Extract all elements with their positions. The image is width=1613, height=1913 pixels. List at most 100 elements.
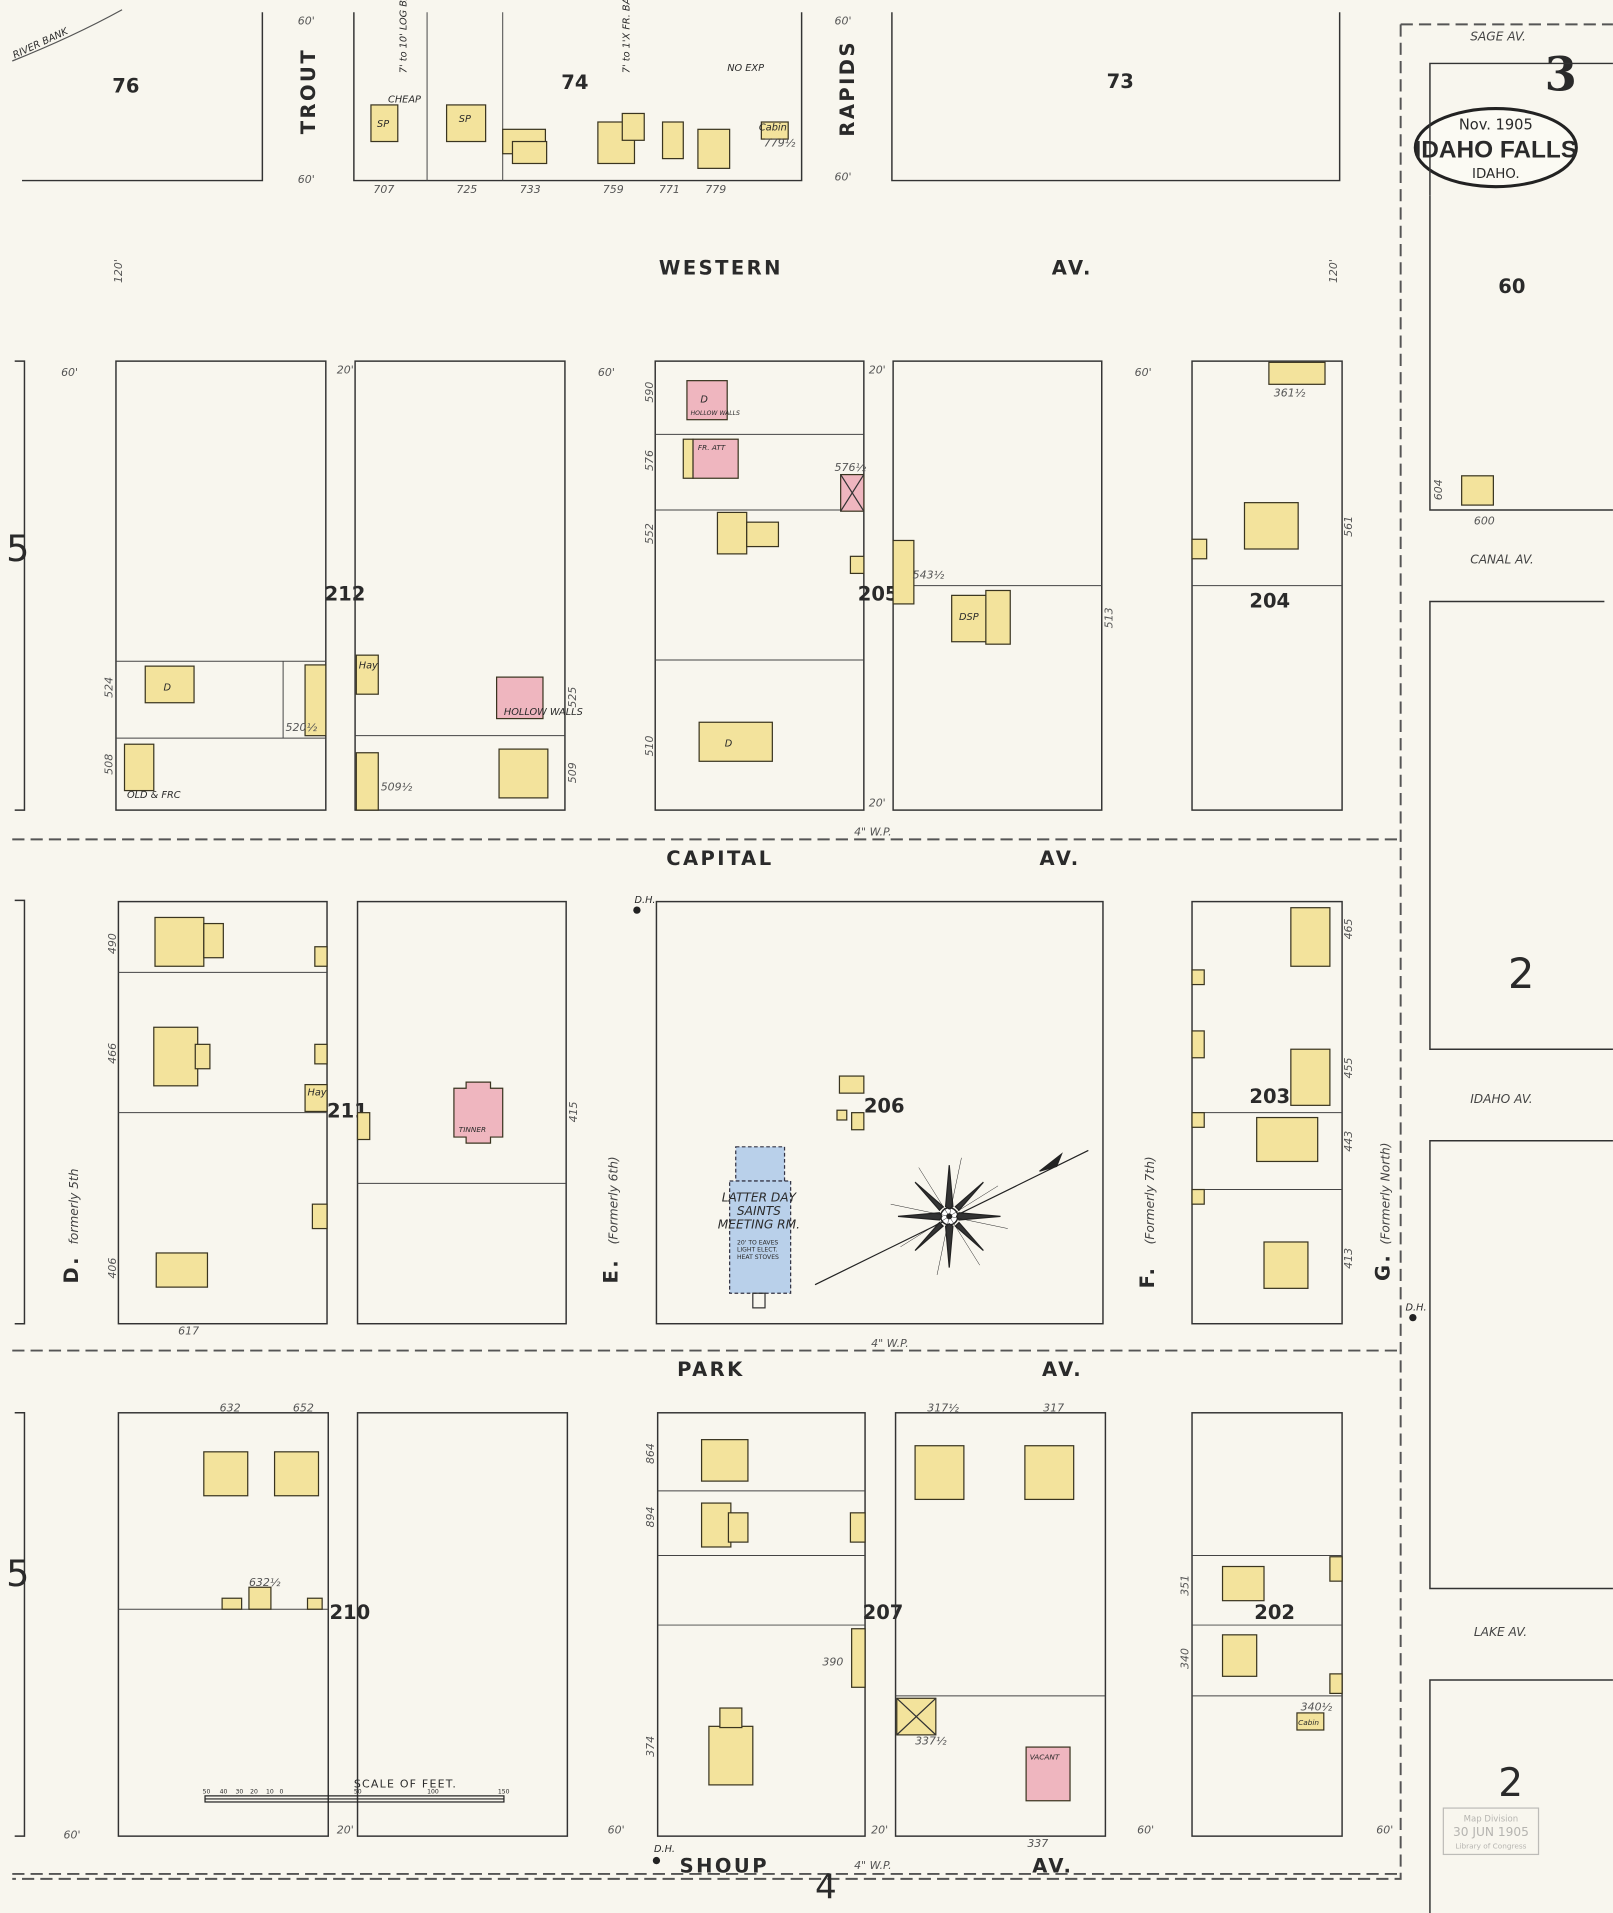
adjoining-sheet: 60 [1498,275,1525,298]
building [727,1512,749,1543]
map-label: 707 [373,183,394,196]
block-210: 632½ 632 652 210 [117,1402,370,1837]
map-label: Map Division [1464,1814,1519,1824]
block-210-east [356,1412,569,1837]
map-label: 374 [644,1736,657,1757]
hydrant-label: D.H. [1406,1302,1427,1313]
map-label: 466 [106,1043,119,1064]
map-label: 632½ [249,1576,281,1589]
map-label: SP [377,119,389,130]
block-74: 74 NO EXP CHEAP 7' to 10' LOG BARN 7' to… [353,0,803,196]
hydrant-icon [652,1856,661,1865]
dim: 60' [835,14,852,27]
building [155,1252,209,1288]
street-canal: CANAL AV. [1470,553,1534,567]
block-right-3 [1429,1139,1613,1590]
building [453,1081,504,1144]
street-capital: CAPITAL [666,847,773,870]
building [144,665,195,704]
map-label: 552 [643,523,656,544]
dim: 60' [608,1824,625,1837]
building [746,521,780,548]
street-g: G. [1372,1253,1395,1281]
building [729,1180,792,1294]
block-205-east: 543½ DSP 513 [892,360,1116,811]
building [1329,1673,1343,1695]
building [314,1043,328,1065]
map-label: SP [459,114,471,125]
street-g-former: (Formerly North) [1379,1142,1393,1244]
block-outline [22,12,264,182]
map-label: 340½ [1301,1700,1333,1713]
block-outline [654,360,865,811]
building [760,121,789,140]
scale-bar: SCALE OF FEET. 50 40 30 20 10 0 50 100 1… [203,1777,510,1803]
building [1268,361,1326,385]
map-label: 317½ [927,1402,959,1415]
building [355,752,379,811]
map-label: VACANT [1030,1752,1060,1761]
map-label: D [725,739,733,750]
street-f: F. [1136,1266,1159,1289]
map-label: TINNER [459,1125,486,1134]
building [951,594,989,643]
water-pipe-label: 4" W.P. [854,1859,892,1872]
dim: 60' [598,366,615,379]
building [1221,1634,1258,1677]
map-label: D [164,683,172,694]
library-stamp: Map Division 30 JUN 1905 Library of Cong… [1442,1807,1540,1856]
map-label: 203 [1249,1085,1290,1108]
building [914,1445,965,1501]
dim: 60' [298,173,315,186]
building [496,676,544,720]
building [498,748,549,799]
map-label: OLD & FRC [127,790,181,801]
map-label: 771 [659,183,680,196]
building [849,1512,866,1543]
water-pipe-label: 4" W.P. [854,826,892,839]
map-label: 390 [822,1655,843,1668]
dim: 60' [1137,1824,1154,1837]
map-label: Library of Congress [1455,1841,1526,1850]
map-label: 50 [354,1788,362,1795]
map-label: 590 [643,382,656,403]
map-label: 525 [566,687,579,708]
map-label: 576½ [835,461,867,474]
map-label: 443 [1342,1131,1355,1152]
building [851,1628,866,1688]
map-label: 509½ [381,781,413,794]
building [123,743,155,792]
building [1191,1188,1205,1205]
dim: 120' [1327,259,1340,283]
building [273,1451,320,1497]
building [851,1112,865,1131]
building [306,1597,323,1610]
building [849,555,865,575]
building [897,1165,1001,1268]
map-label: 10 [266,1788,274,1795]
water-pipe-label: 4" W.P. [871,1337,909,1350]
building [892,539,915,605]
map-label: DSP [959,612,979,623]
sheet-number: 3 [1545,46,1577,101]
map-label: 100 [427,1788,439,1795]
map-label: 150 [498,1788,510,1795]
map-label: NO EXP [727,63,764,74]
building [356,1112,371,1141]
map-label: MEETING RM. [718,1218,800,1232]
adjoining-sheet: 2 [1498,1761,1523,1806]
hydrant-icon [633,906,641,914]
map-label: 0 [279,1788,283,1795]
map-label: CHEAP [388,94,421,105]
map-label: 20 [250,1788,258,1795]
map-label: 894 [644,1507,657,1528]
sheet-brackets [14,360,26,1837]
adjoining-sheet: 5 [6,1552,29,1595]
map-label: 317 [1043,1402,1064,1415]
hydrant-label: D.H. [634,895,655,906]
building [203,1451,249,1497]
block-outline [894,1412,1107,1837]
adjoining-sheet: 4 [815,1867,837,1907]
map-label: Cabin [759,123,787,134]
building [1290,907,1331,967]
